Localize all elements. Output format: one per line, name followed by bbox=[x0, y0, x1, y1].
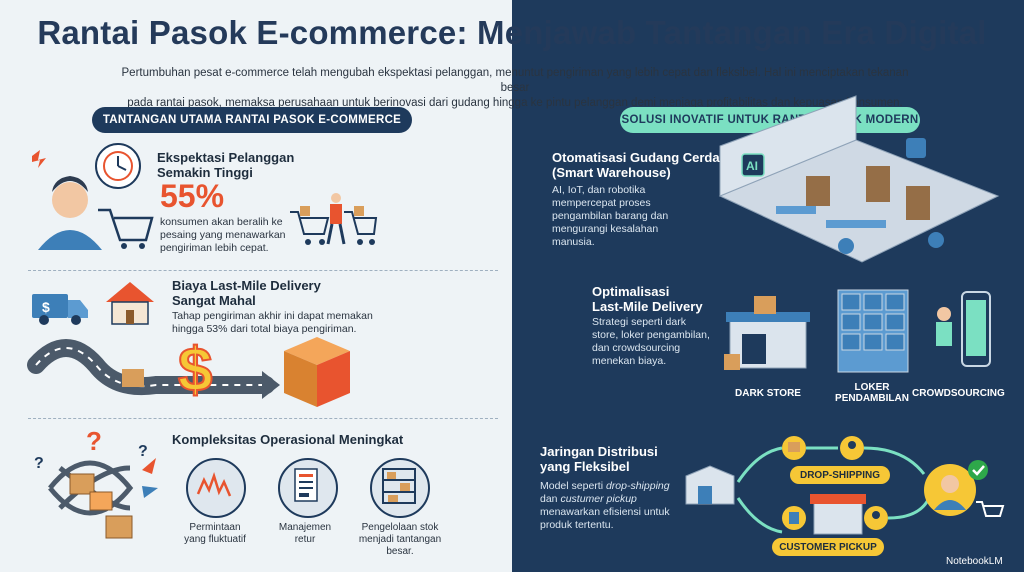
challenge-1-desc: konsumen akan beralih ke pesaing yang me… bbox=[160, 216, 286, 254]
intro-text: Pertumbuhan pesat e-commerce telah mengu… bbox=[120, 66, 910, 111]
solution-1-desc: AI, IoT, dan robotika mempercepat proses… bbox=[552, 184, 669, 248]
drop-shipping-tag: DROP-SHIPPING bbox=[790, 466, 890, 484]
fluctuation-caption: Permintaan yang fluktuatif bbox=[184, 522, 246, 545]
dark-store-label: DARK STORE bbox=[735, 388, 801, 399]
road-illustration bbox=[27, 339, 280, 399]
challenge-1-title-line-1: Ekspektasi Pelanggan bbox=[157, 150, 295, 165]
solution-3-title-line-1: Jaringan Distribusi bbox=[540, 444, 658, 459]
box-icon bbox=[284, 337, 350, 407]
challenge-2-desc-line-2: hingga 53% dari total biaya pengiriman. bbox=[172, 323, 357, 335]
solution-1-title-line-2: (Smart Warehouse) bbox=[552, 165, 671, 180]
left-divider-2 bbox=[28, 418, 498, 419]
chart-icon bbox=[196, 472, 232, 497]
customer-pickup-tag: CUSTOMER PICKUP bbox=[772, 538, 884, 556]
ai-chip-label: AI bbox=[746, 159, 758, 173]
solution-2-title-line-1: Optimalisasi bbox=[592, 284, 670, 299]
svg-text:$: $ bbox=[42, 299, 50, 315]
locker-icon bbox=[837, 289, 909, 373]
phone-icon bbox=[936, 291, 991, 367]
check-icon bbox=[978, 470, 979, 471]
returns-caption: Manajemen retur bbox=[278, 522, 332, 545]
page-title: Rantai Pasok E-commerce: Menjawab Tantan… bbox=[37, 14, 987, 51]
intro-line-2: pada rantai pasok, memaksa perusahaan un… bbox=[127, 97, 903, 109]
tangled-complexity-illustration: ? ? ? bbox=[34, 426, 158, 539]
solution-3-desc-post: menawarkan efisiensi untuk produk terten… bbox=[540, 506, 670, 531]
warehouse-icon: AI bbox=[718, 95, 1000, 263]
left-divider-1 bbox=[28, 270, 498, 271]
locker-label: LOKER PENDAMBILAN bbox=[835, 382, 909, 404]
solution-3-title: Jaringan Distribusi yang Fleksibel bbox=[540, 444, 658, 474]
distribution-network-illustration bbox=[685, 436, 1005, 535]
fluctuation-circle bbox=[186, 458, 246, 518]
person-icon bbox=[330, 192, 331, 193]
solution-2-title: Optimalisasi Last-Mile Delivery bbox=[592, 284, 703, 314]
challenge-2-desc: Tahap pengiriman akhir ini dapat memakan… bbox=[172, 310, 382, 336]
question-icon bbox=[92, 432, 93, 433]
challenge-3-title: Kompleksitas Operasional Meningkat bbox=[172, 432, 404, 447]
challenge-2-title-line-1: Biaya Last-Mile Delivery bbox=[172, 278, 321, 293]
solution-2-title-line-2: Last-Mile Delivery bbox=[592, 299, 703, 314]
clock-icon bbox=[104, 152, 105, 153]
challenge-1-stat: 55% bbox=[160, 178, 225, 214]
worried-customer-illustration bbox=[32, 143, 154, 250]
svg-text:?: ? bbox=[86, 426, 102, 456]
alert-icon bbox=[36, 156, 37, 157]
solution-1-title: Otomatisasi Gudang Cerdas (Smart Warehou… bbox=[552, 150, 727, 180]
solution-3-desc: Model seperti drop-shipping dan custumer… bbox=[540, 480, 670, 532]
house-icon bbox=[106, 282, 154, 325]
challenge-2-title-line-2: Sangat Mahal bbox=[172, 293, 256, 308]
challenges-pill: TANTANGAN UTAMA RANTAI PASOK E-COMMERCE bbox=[92, 107, 412, 133]
solution-3-desc-mid: dan bbox=[540, 493, 561, 505]
svg-text:?: ? bbox=[34, 455, 44, 472]
challenge-1-title: Ekspektasi Pelanggan Semakin Tinggi bbox=[157, 150, 294, 180]
challenge-2-title: Biaya Last-Mile Delivery Sangat Mahal bbox=[172, 278, 321, 308]
crowdsourcing-label: CROWDSOURCING bbox=[912, 388, 1005, 399]
solution-3-title-line-2: yang Fleksibel bbox=[540, 459, 630, 474]
solution-3-desc-pickup: custumer pickup bbox=[560, 493, 637, 505]
solution-2-desc: Strategi seperti dark store, loker penga… bbox=[592, 316, 710, 367]
stock-caption: Pengelolaan stok menjadi tantangan besar… bbox=[358, 522, 442, 557]
solution-1-title-line-1: Otomatisasi Gudang Cerdas bbox=[552, 150, 727, 165]
shelf-icon bbox=[382, 468, 416, 504]
intro-line-1: Pertumbuhan pesat e-commerce telah mengu… bbox=[121, 67, 909, 94]
shopping-cart-icon bbox=[290, 193, 378, 245]
challenge-2-desc-line-1: Tahap pengiriman akhir ini dapat memakan bbox=[172, 310, 373, 322]
store-icon bbox=[724, 296, 810, 370]
truck-icon: $ bbox=[32, 294, 88, 325]
svg-text:$: $ bbox=[178, 336, 212, 405]
notebooklm-logo: NotebookLM bbox=[946, 556, 1003, 567]
document-icon bbox=[294, 468, 318, 502]
challenge-1-title-line-2: Semakin Tinggi bbox=[157, 165, 253, 180]
robot-icon bbox=[840, 240, 841, 241]
solution-3-desc-pre: Model seperti bbox=[540, 480, 606, 492]
dollar-icon: $ bbox=[177, 335, 213, 406]
solution-3-desc-dropship: drop-shipping bbox=[605, 480, 670, 492]
svg-text:?: ? bbox=[138, 443, 148, 460]
